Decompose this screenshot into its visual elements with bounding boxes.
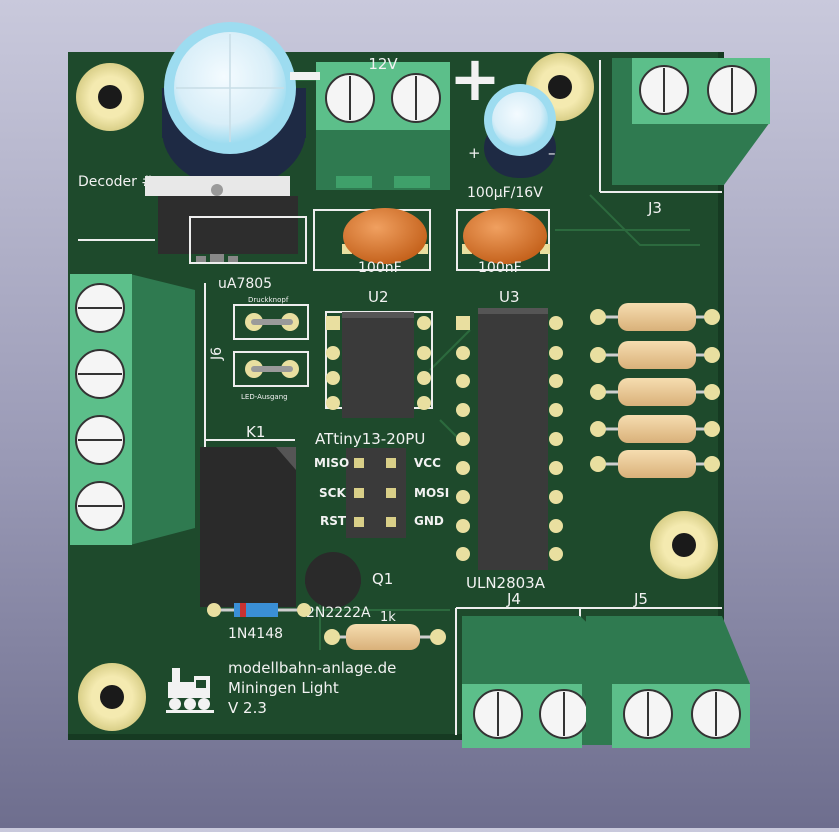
ic-u2: [325, 311, 433, 418]
isp-rst: RST: [320, 514, 347, 528]
label-12v: 12V: [368, 55, 398, 73]
resistor-r4: [590, 415, 720, 443]
jumper-button: [233, 304, 309, 340]
label-cap-ceramic-2: 100nF: [478, 260, 522, 276]
label-jumper-led: LED-Ausgang: [241, 393, 288, 401]
mounting-hole-bl: [78, 663, 146, 731]
label-k1: K1: [246, 423, 265, 441]
board-name: Miningen Light: [228, 679, 339, 697]
cap-minus: –: [548, 144, 556, 162]
jumper-led: [233, 351, 309, 387]
mounting-hole-mr: [650, 511, 718, 579]
board-notch-right: [718, 52, 724, 742]
resistor-1k: [324, 624, 446, 650]
small-electrolytic-capacitor: [484, 84, 556, 178]
label-j5: J5: [633, 590, 648, 608]
label-j6: J6: [209, 347, 225, 361]
label-cap-electrolytic: 100µF/16V: [467, 185, 543, 201]
resistor-r2: [590, 341, 720, 369]
transistor-q1: [305, 552, 361, 608]
resistor-array: [590, 303, 720, 478]
terminal-j6: [70, 274, 195, 545]
cap-plus: +: [468, 144, 481, 162]
label-u3-ref: U3: [499, 288, 520, 306]
label-j3: J3: [647, 199, 662, 217]
label-q1-ref: Q1: [372, 570, 393, 588]
label-resistor: 1k: [380, 610, 396, 625]
label-u3-value: ULN2803A: [466, 574, 546, 592]
terminal-j3: [612, 58, 770, 185]
board-notch-bottom: [68, 734, 724, 740]
isp-miso: MISO: [314, 456, 349, 470]
board-version: V 2.3: [228, 699, 267, 717]
label-cap-ceramic-1: 100nF: [358, 260, 402, 276]
label-u2-value: ATtiny13-20PU: [315, 430, 425, 448]
isp-gnd: GND: [414, 514, 444, 528]
terminal-j4: [462, 616, 605, 748]
board-url: modellbahn-anlage.de: [228, 659, 396, 677]
ceramic-capacitor-1: [342, 208, 428, 264]
big-electrolytic-capacitor: [162, 22, 320, 188]
label-jumper-button: Druckknopf: [248, 296, 289, 304]
resistor-r5: [590, 450, 720, 478]
label-regulator: uA7805: [218, 276, 272, 292]
silkscreen-lines: [78, 60, 722, 735]
isp-header: [346, 448, 406, 538]
diode: [207, 603, 311, 617]
label-q1-value: 2N2222A: [306, 605, 371, 621]
terminal-12v: [316, 62, 450, 190]
label-diode: 1N4148: [228, 626, 283, 642]
ic-u3: [456, 308, 563, 570]
mounting-hole-tl: [76, 63, 144, 131]
isp-mosi: MOSI: [414, 486, 449, 500]
locomotive-logo: [166, 668, 214, 713]
isp-vcc: VCC: [414, 456, 441, 470]
voltage-regulator: [145, 176, 298, 264]
regulator-outline: [189, 216, 307, 264]
label-u2-ref: U2: [368, 288, 389, 306]
mounting-holes: [76, 53, 718, 731]
resistor-r1: [590, 303, 720, 331]
relay-k1: [200, 447, 296, 607]
isp-sck: SCK: [319, 486, 346, 500]
label-j4: J4: [506, 590, 521, 608]
label-decoder: Decoder #: [78, 174, 153, 190]
terminal-j5: [586, 616, 750, 748]
ceramic-capacitor-2: [462, 208, 550, 264]
resistor-r3: [590, 378, 720, 406]
